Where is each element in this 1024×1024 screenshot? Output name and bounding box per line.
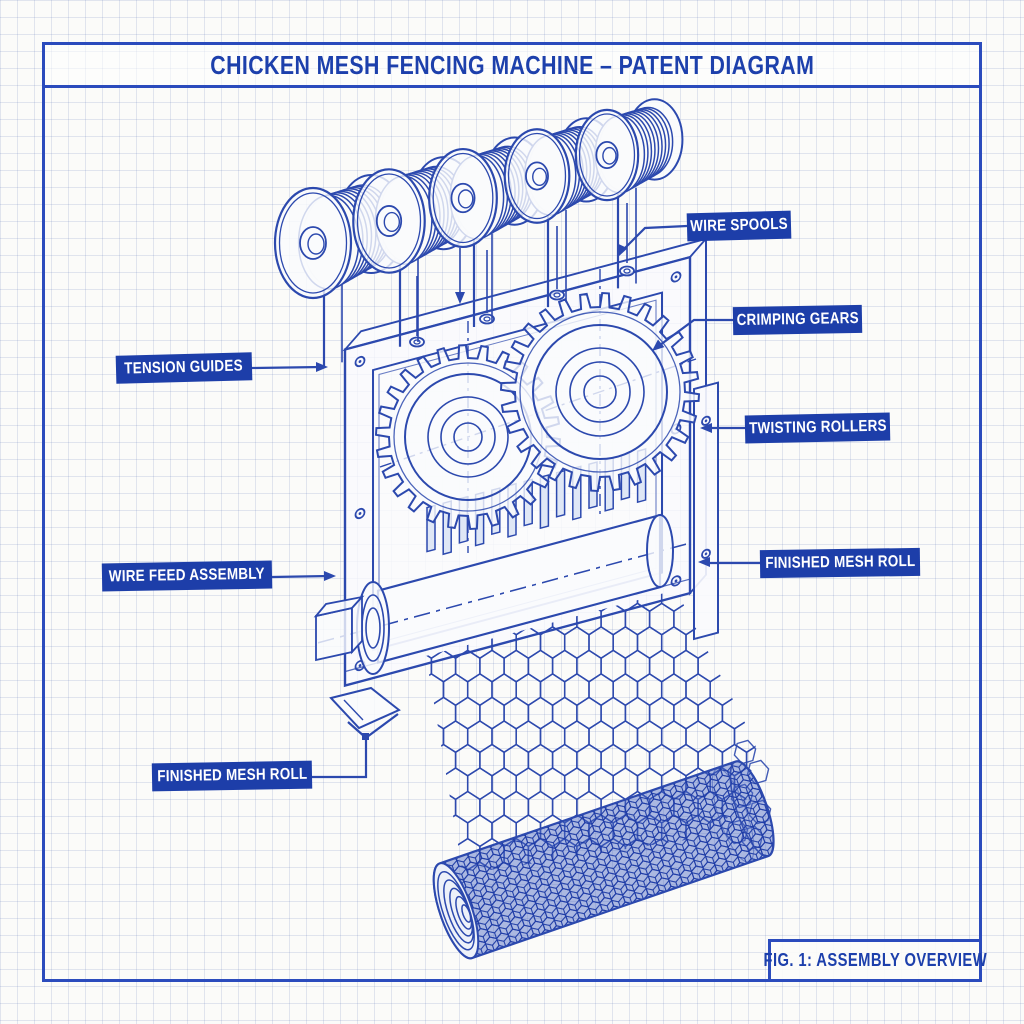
- frame-foot: [329, 686, 401, 730]
- leader-wire-feed-assembly: [271, 574, 331, 579]
- figure-caption: FIG. 1: ASSEMBLY OVERVIEW: [763, 950, 987, 970]
- label-twisting-rollers: TWISTING ROLLERS: [744, 412, 891, 444]
- frame-screw-icon: [354, 355, 366, 368]
- feed-wires: [416, 203, 628, 336]
- label-finished-mesh-roll-right-text: FINISHED MESH ROLL: [764, 552, 916, 573]
- label-wire-feed-assembly-text: WIRE FEED ASSEMBLY: [108, 565, 266, 586]
- tension-eyelet-icon: [409, 336, 425, 348]
- leader-finished-mesh-roll-left: [312, 737, 368, 779]
- leader-lines: [251, 224, 760, 779]
- leader-arrow-icon: [700, 423, 712, 433]
- tension-eyelet-icon: [549, 289, 565, 301]
- spool-hub-icon: [450, 182, 476, 214]
- label-finished-mesh-roll-left: FINISHED MESH ROLL: [151, 760, 313, 792]
- wire-spool: [352, 156, 477, 347]
- leader-arrow-icon: [652, 339, 665, 351]
- label-finished-mesh-roll-left-text: FINISHED MESH ROLL: [156, 765, 308, 786]
- label-wire-spools-text: WIRE SPOOLS: [689, 215, 789, 236]
- tension-eyelet-icon: [479, 313, 495, 325]
- label-wire-spools: WIRE SPOOLS: [686, 210, 792, 242]
- label-tension-guides-text: TENSION GUIDES: [124, 357, 244, 378]
- frame-screw-icon: [670, 271, 682, 283]
- finished-mesh-roll: [424, 756, 783, 964]
- spool-hub-icon: [375, 205, 403, 237]
- frame-screw-icon: [354, 507, 366, 520]
- label-tension-guides: TENSION GUIDES: [115, 352, 253, 384]
- leader-arrow-icon: [324, 571, 336, 581]
- roller-bearing: [356, 581, 390, 675]
- wire-spools: [273, 98, 684, 368]
- leader-wire-spools: [619, 224, 688, 254]
- plate-screw-icon: [701, 548, 711, 559]
- label-crimping-gears: CRIMPING GEARS: [732, 304, 863, 336]
- roll-end-face: [432, 862, 480, 960]
- figure-caption-box: FIG. 1: ASSEMBLY OVERVIEW: [763, 939, 986, 982]
- leader-arrow-icon: [316, 362, 328, 372]
- tension-eyelet-icon: [619, 265, 635, 277]
- roller-ends: [313, 514, 674, 730]
- crimping-gear-right: [499, 269, 701, 515]
- label-finished-mesh-roll-right: FINISHED MESH ROLL: [759, 547, 921, 579]
- wire-direction-arrow-icon: [455, 292, 465, 304]
- label-twisting-rollers-text: TWISTING ROLLERS: [748, 417, 887, 438]
- leader-crimping-gears: [655, 318, 733, 349]
- wire-spool: [574, 98, 684, 289]
- leader-arrow-icon: [698, 557, 710, 567]
- label-wire-feed-assembly: WIRE FEED ASSEMBLY: [101, 560, 273, 592]
- leader-tension-guides: [251, 365, 323, 370]
- tension-guides: [409, 265, 635, 348]
- plate-screw-icon: [701, 415, 711, 426]
- page-title: CHICKEN MESH FENCING MACHINE – PATENT DI…: [210, 49, 814, 80]
- title-box: CHICKEN MESH FENCING MACHINE – PATENT DI…: [42, 42, 982, 88]
- drive-shaft-block: [313, 594, 365, 662]
- leader-junction-node: [362, 733, 369, 740]
- label-crimping-gears-text: CRIMPING GEARS: [736, 309, 859, 330]
- spool-hub-icon: [299, 226, 327, 260]
- side-plate: [693, 381, 719, 641]
- leader-arrow-icon: [618, 244, 628, 257]
- frame-screw-icon: [670, 575, 682, 587]
